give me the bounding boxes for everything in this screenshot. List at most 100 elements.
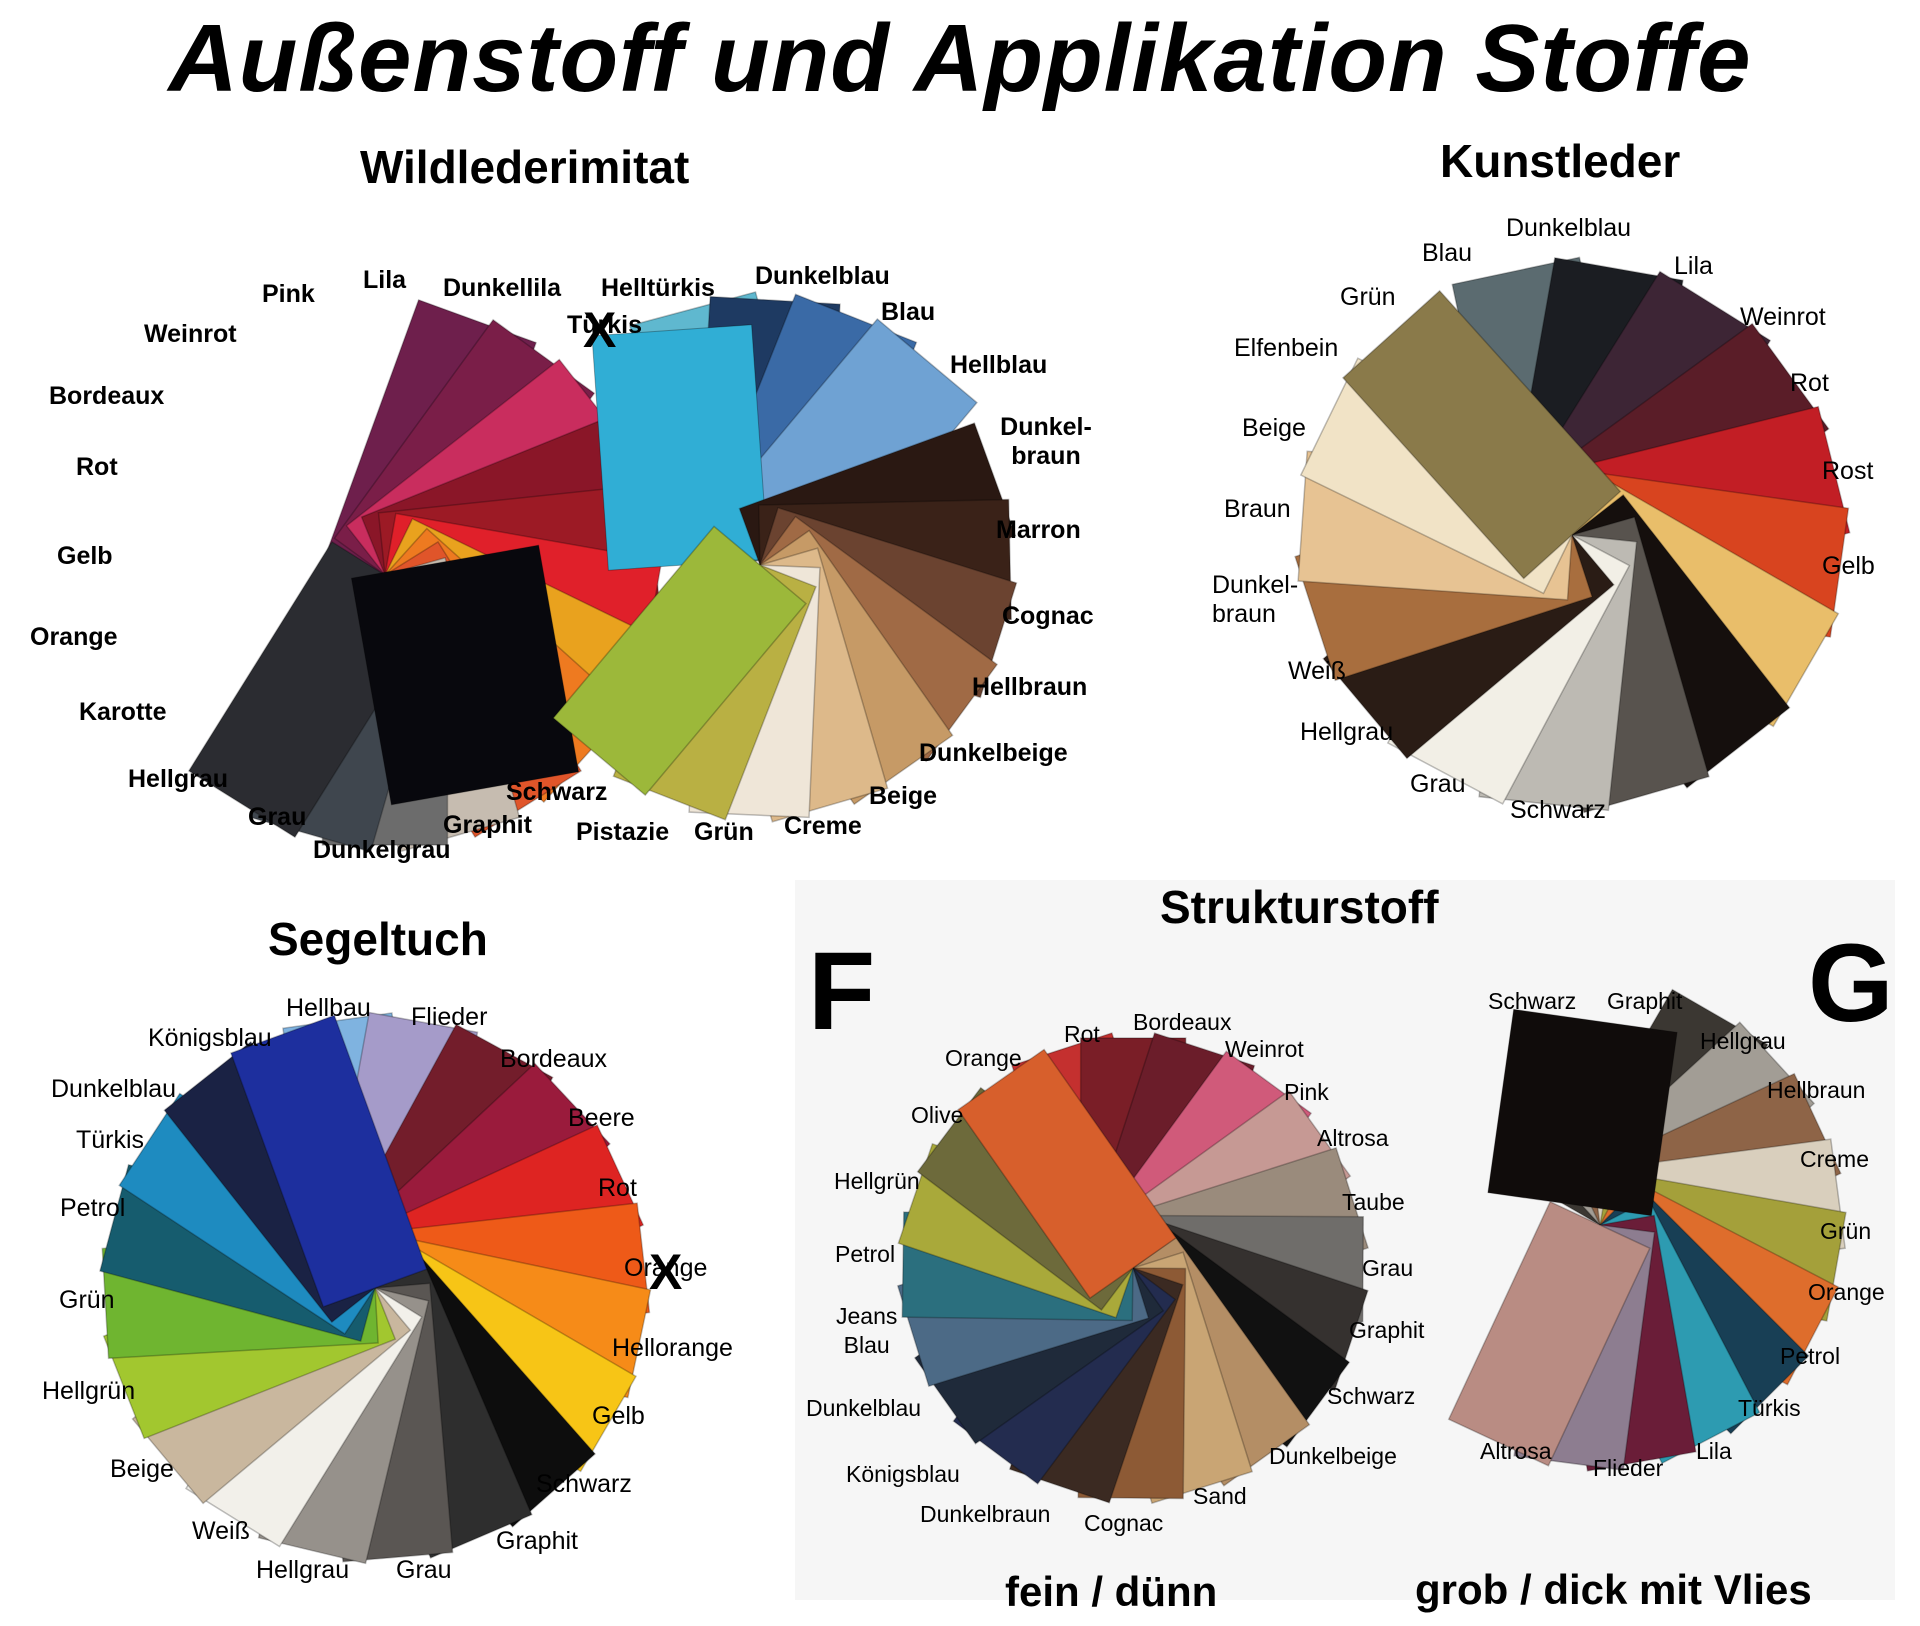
label-kl-elfenbein: Elfenbein <box>1234 334 1339 362</box>
label-sg-gruen: Grün <box>59 1286 115 1314</box>
letter-f: F <box>808 930 876 1053</box>
label-wl-dunkelbraun: Dunkel- braun <box>1000 413 1092 470</box>
label-wl-hellbraun: Hellbraun <box>972 673 1088 701</box>
label-wl-beige: Beige <box>869 782 938 810</box>
label-sf-dunkelbeige: Dunkelbeige <box>1269 1443 1397 1469</box>
label-sg2-petrol: Petrol <box>1780 1343 1841 1369</box>
label-sf-hellgruen: Hellgrün <box>834 1168 920 1194</box>
label-wl-cognac: Cognac <box>1002 602 1094 630</box>
label-sg2-gruen: Grün <box>1820 1218 1872 1244</box>
label-kl-gruen: Grün <box>1340 283 1396 311</box>
label-sg2-orange: Orange <box>1808 1279 1885 1305</box>
label-sf-schwarz: Schwarz <box>1327 1383 1416 1409</box>
label-sg2-schwarz: Schwarz <box>1488 988 1577 1014</box>
sg2-swatch-altrosa <box>1447 1200 1651 1467</box>
label-wl-grau: Grau <box>248 803 307 831</box>
label-kl-dunkelblau: Dunkelblau <box>1506 214 1632 242</box>
label-sg2-lila: Lila <box>1696 1438 1732 1464</box>
label-kl-blau: Blau <box>1422 239 1473 267</box>
wl-swatch-pistazie <box>552 525 808 797</box>
label-sf-rot: Rot <box>1064 1021 1100 1047</box>
label-sg-grau: Grau <box>396 1556 452 1584</box>
label-sf-dunkelblau: Dunkelblau <box>806 1395 922 1421</box>
label-sf-graphit: Graphit <box>1349 1317 1425 1343</box>
wildleder-title: Wildlederimitat <box>360 141 690 193</box>
label-wl-marron: Marron <box>996 516 1081 544</box>
label-wl-dunkelgrau: Dunkelgrau <box>313 836 451 864</box>
sg-swatch-königsblau <box>230 1014 428 1308</box>
label-wl-weinrot: Weinrot <box>144 320 237 348</box>
label-sg-hellgruen: Hellgrün <box>42 1377 136 1405</box>
label-wl-blau: Blau <box>881 298 936 326</box>
x-mark-tuerkis: X <box>583 302 617 358</box>
label-sg-hellorange: Hellorange <box>612 1334 733 1362</box>
label-sg2-altrosa: Altrosa <box>1480 1438 1552 1464</box>
kl-swatch-grün <box>1341 289 1622 580</box>
label-wl-schwarz: Schwarz <box>506 778 608 806</box>
label-sg-graphit: Graphit <box>496 1527 578 1555</box>
label-sg-beige: Beige <box>110 1455 174 1483</box>
x-mark-orange: X <box>649 1244 683 1300</box>
label-sf-olive: Olive <box>911 1102 964 1128</box>
label-sg-flieder: Flieder <box>411 1003 488 1031</box>
label-sf-cognac: Cognac <box>1084 1510 1164 1536</box>
label-kl-gelb: Gelb <box>1822 552 1875 580</box>
label-sg-schwarz: Schwarz <box>536 1470 632 1498</box>
label-wl-hellblau: Hellblau <box>950 351 1048 379</box>
kunstleder-title: Kunstleder <box>1440 135 1681 187</box>
label-sf-koenigsblau: Königsblau <box>846 1461 960 1487</box>
label-wl-helltuerkis: Helltürkis <box>601 274 715 302</box>
label-sf-pink: Pink <box>1284 1079 1329 1105</box>
label-sf-taube: Taube <box>1342 1189 1405 1215</box>
label-wl-gelb: Gelb <box>57 542 113 570</box>
label-sg2-flieder: Flieder <box>1593 1455 1664 1481</box>
label-sg-weiss: Weiß <box>192 1517 250 1545</box>
label-wl-hellgrau: Hellgrau <box>128 765 229 793</box>
label-sg2-hellgrau: Hellgrau <box>1700 1028 1786 1054</box>
label-sg-koenigsblau: Königsblau <box>148 1024 272 1052</box>
label-sg-dunkelblau: Dunkelblau <box>51 1075 177 1103</box>
label-kl-beige: Beige <box>1242 414 1306 442</box>
label-wl-rot: Rot <box>76 453 118 481</box>
label-wl-pink: Pink <box>262 280 315 308</box>
label-sf-jeansblau: Jeans Blau <box>836 1303 898 1358</box>
label-sf-sand: Sand <box>1193 1483 1247 1509</box>
subtitle-fein: fein / dünn <box>1005 1568 1218 1615</box>
label-kl-rot: Rot <box>1790 369 1829 397</box>
label-kl-weinrot: Weinrot <box>1740 303 1826 331</box>
label-sg-beere: Beere <box>568 1104 635 1132</box>
label-wl-gruen: Grün <box>694 818 754 846</box>
sf-swatch-orange <box>957 1048 1178 1300</box>
label-wl-dunkellila: Dunkellila <box>443 274 562 302</box>
label-sf-grau: Grau <box>1362 1255 1414 1281</box>
label-wl-pistazie: Pistazie <box>576 818 670 846</box>
label-sg2-graphit: Graphit <box>1607 988 1683 1014</box>
label-wl-graphit: Graphit <box>443 811 532 839</box>
wl-swatch-schwarz <box>350 544 580 806</box>
label-sg-bordeaux: Bordeaux <box>500 1045 608 1073</box>
label-sg2-hellbraun: Hellbraun <box>1767 1077 1866 1103</box>
label-wl-creme: Creme <box>784 812 862 840</box>
label-kl-braun: Braun <box>1224 495 1291 523</box>
label-kl-weiss: Weiß <box>1288 657 1346 685</box>
label-wl-dunkelblau: Dunkelblau <box>755 262 890 290</box>
segeltuch-title: Segeltuch <box>268 913 488 965</box>
subtitle-grob: grob / dick mit Vlies <box>1415 1566 1812 1613</box>
strukturstoff-title: Strukturstoff <box>1160 881 1439 933</box>
label-sg-hellbau: Hellbau <box>286 994 371 1022</box>
label-kl-rost: Rost <box>1822 457 1874 485</box>
label-sg-hellgrau: Hellgrau <box>256 1556 350 1584</box>
label-wl-orange: Orange <box>30 623 118 651</box>
label-wl-lila: Lila <box>363 266 407 294</box>
label-sg2-tuerkis: Türkis <box>1738 1395 1801 1421</box>
label-wl-bordeaux: Bordeaux <box>49 382 165 410</box>
label-wl-tuerkis: Türkis <box>567 311 643 339</box>
label-wl-karotte: Karotte <box>79 698 167 726</box>
label-sf-weinrot: Weinrot <box>1225 1036 1304 1062</box>
